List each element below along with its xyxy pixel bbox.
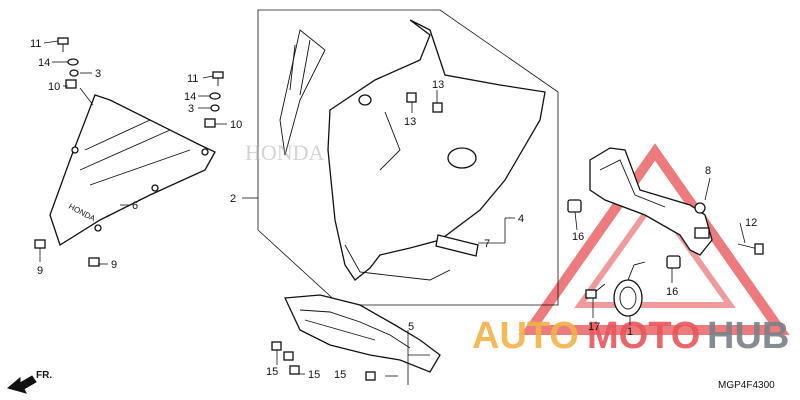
callout-labels: 11 14 3 10 11 14 3 10 6 9 9 2 13 13 4 7 … [30,38,757,381]
callout-10b: 10 [230,119,242,131]
diagram-code: MGP4F4300 [718,380,775,391]
svg-text:HONDA: HONDA [245,140,325,165]
bolt-12 [737,243,764,255]
screws-15 [271,341,376,381]
clip-13a [406,92,417,103]
trim-strip [435,234,479,257]
callout-15b: 15 [308,369,320,381]
upper-cowl: HONDA [245,19,546,281]
watermark-auto: AUTO [472,315,579,357]
bolt-17 [585,283,606,299]
horn [613,261,646,317]
clip-13b [432,102,443,113]
callout-15c: 15 [334,369,346,381]
callout-16a: 16 [572,231,584,243]
fastener-stack-right [204,71,224,128]
callout-12: 12 [745,217,757,229]
watermark-hub: HUB [707,315,789,357]
callout-7: 7 [484,238,490,250]
callout-3b: 3 [188,103,194,115]
callout-2: 2 [230,193,236,205]
callout-6: 6 [132,200,138,212]
callout-5: 5 [408,321,414,333]
callout-9a: 9 [37,265,43,277]
direction-label: FR. [36,370,52,381]
inner-panel [284,294,441,373]
callout-14b: 14 [184,91,196,103]
watermark-triangle [520,143,790,335]
callout-16b: 16 [666,286,678,298]
stay-bracket [589,147,713,256]
fastener-stack-left [57,37,79,89]
grommet-9b [88,257,100,267]
front-direction-arrow: FR. [6,370,52,394]
callout-15a: 15 [266,366,278,378]
callout-13b: 13 [404,116,416,128]
callout-4: 4 [518,213,524,225]
callout-11a: 11 [30,38,41,50]
rubber-mount-16b [666,255,681,269]
watermark-moto: MOTO [587,315,700,357]
callout-8: 8 [705,165,711,177]
leader-lines [39,40,746,385]
callout-1: 1 [627,326,633,338]
callout-11b: 11 [187,73,198,85]
grommet-9a [34,239,46,249]
rubber-mount-16a [567,199,582,213]
cowl-assembly-box [257,9,559,306]
watermark: AUTO MOTO HUB [472,143,790,357]
callout-10a: 10 [48,81,60,93]
callout-9b: 9 [111,259,117,271]
windscreen: HONDA [49,94,216,246]
callout-17: 17 [588,321,600,333]
callout-13a: 13 [432,79,444,91]
callout-14a: 14 [38,57,50,69]
callout-3a: 3 [95,68,101,80]
